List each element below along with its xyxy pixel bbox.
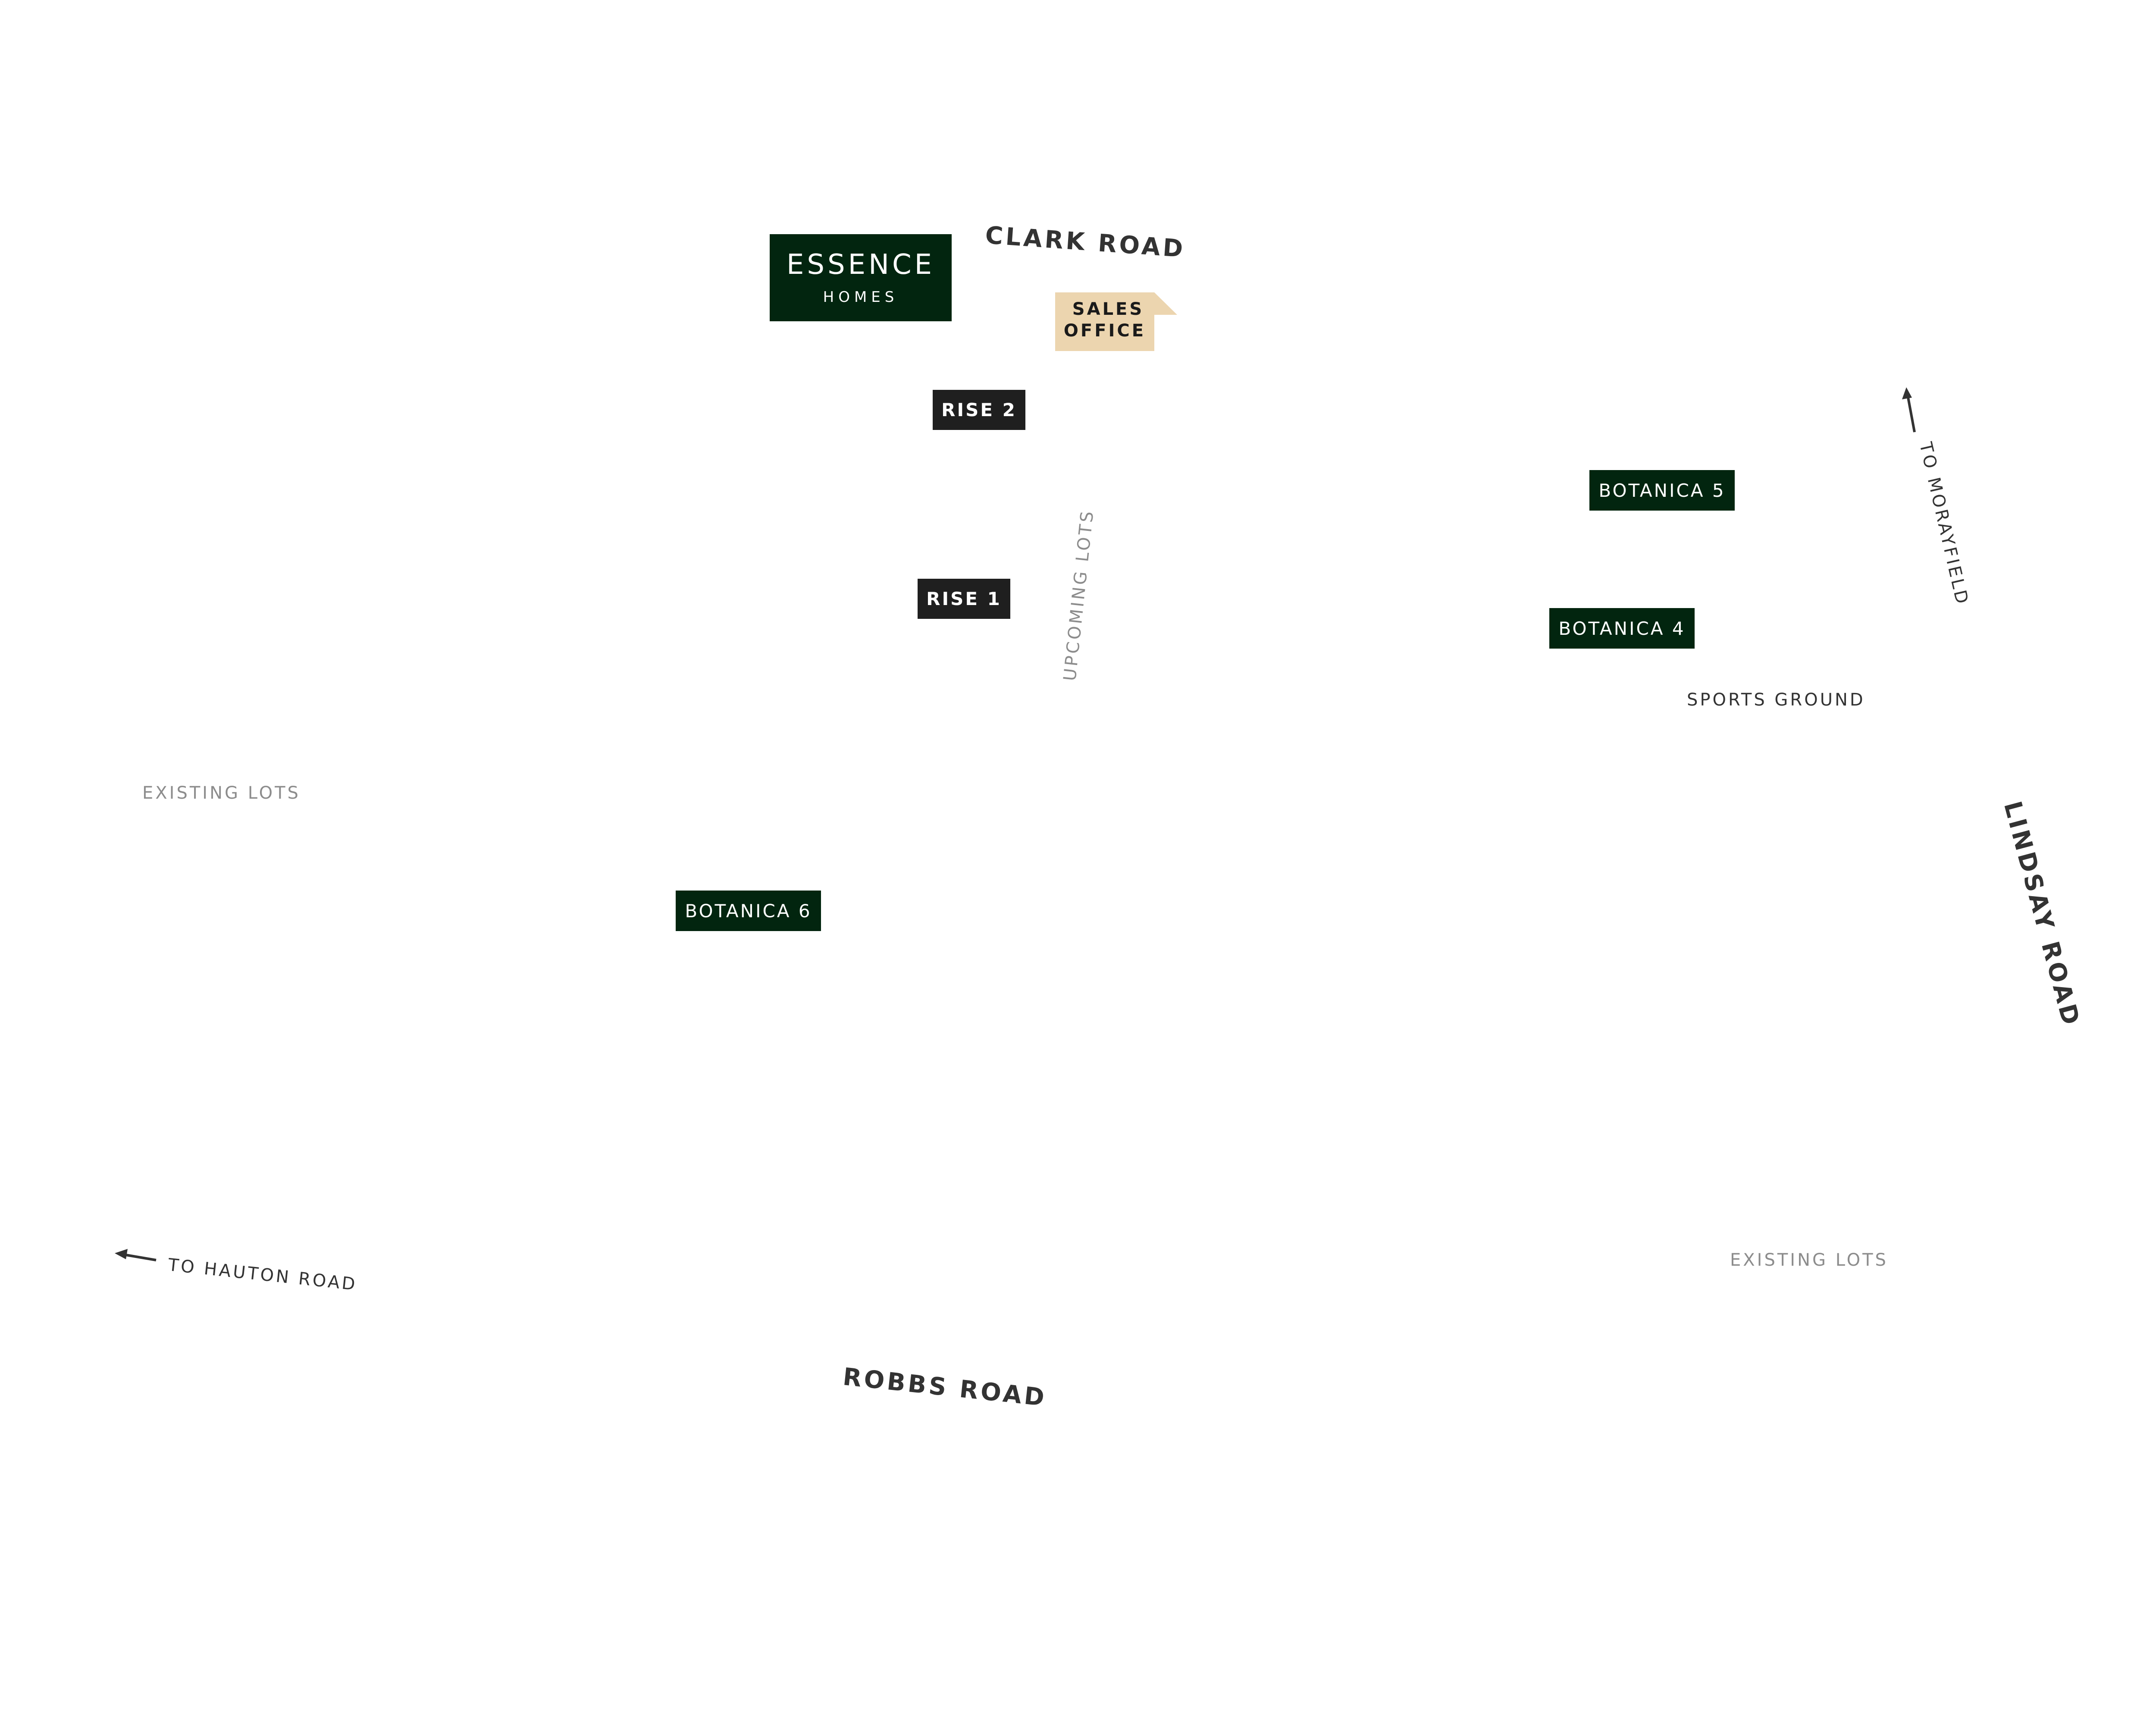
stage-rise-1[interactable]: RISE 1 <box>918 579 1010 619</box>
stage-botanica-4[interactable]: BOTANICA 4 <box>1549 608 1695 649</box>
logo-sub: HOMES <box>823 289 899 306</box>
essence-homes-logo: ESSENCE HOMES <box>770 234 952 321</box>
road-label-robbs: ROBBS ROAD <box>841 1363 1048 1412</box>
area-label-sports-ground: SPORTS GROUND <box>1687 690 1865 710</box>
sales-office-line1: SALES <box>1072 299 1144 319</box>
sales-office-label: SALES OFFICE <box>1055 298 1154 342</box>
road-label-clark: CLARK ROAD <box>984 221 1187 263</box>
area-label-existing-lots-east: EXISTING LOTS <box>1730 1250 1888 1270</box>
stage-botanica-5[interactable]: BOTANICA 5 <box>1589 470 1735 511</box>
logo-name: ESSENCE <box>786 249 935 281</box>
arrow-left-icon <box>115 1249 157 1261</box>
road-label-lindsay: LINDSAY ROAD <box>1998 798 2086 1030</box>
direction-label-morayfield: TO MORAYFIELD <box>1915 440 1973 608</box>
stage-rise-2[interactable]: RISE 2 <box>933 390 1025 430</box>
sales-office-marker[interactable]: SALES OFFICE <box>1055 292 1177 351</box>
sales-office-shape <box>1055 292 1177 351</box>
arrow-up-icon <box>1902 387 1916 433</box>
direction-label-hauton-road: TO HAUTON ROAD <box>167 1255 358 1295</box>
area-label-existing-lots-west: EXISTING LOTS <box>142 783 301 803</box>
area-label-upcoming-lots: UPCOMING LOTS <box>1060 508 1098 682</box>
sales-office-line2: OFFICE <box>1063 321 1146 341</box>
stage-botanica-6[interactable]: BOTANICA 6 <box>676 891 821 931</box>
